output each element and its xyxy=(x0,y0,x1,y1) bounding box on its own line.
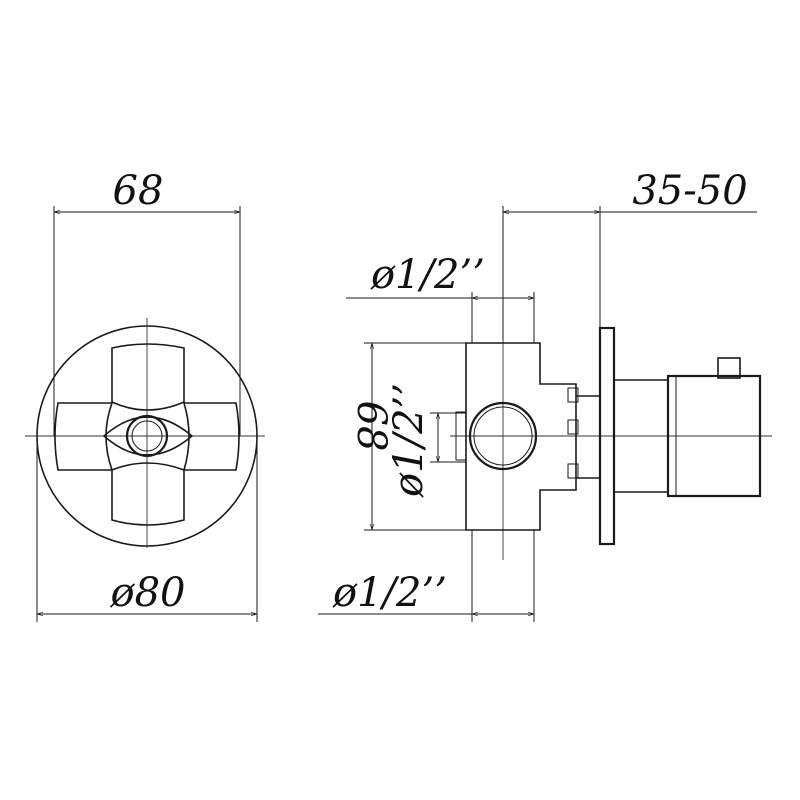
diameter-label: ø80 xyxy=(110,570,186,616)
handle-center-cap-outer xyxy=(125,414,169,458)
depth-label: 35-50 xyxy=(632,168,747,214)
handle-center-cap-inner xyxy=(131,420,163,452)
wall-plate xyxy=(598,326,616,546)
handle-arm-left xyxy=(54,402,114,471)
width-label: 68 xyxy=(113,168,164,214)
valve-body xyxy=(465,342,577,531)
handle-arm-right xyxy=(182,402,240,471)
side-inlet-port-outer xyxy=(468,401,538,471)
cartridge-neck xyxy=(576,395,601,479)
body-clip xyxy=(455,411,466,461)
bottom-outlet-label: ø1/2’’ xyxy=(332,570,447,616)
handle-center-lens xyxy=(102,416,194,456)
side-inlet-label: ø1/2’’ xyxy=(386,383,432,498)
height-label: 68 xyxy=(348,401,394,452)
side-view: 35-50 ø1/2’’ 68 ø1/2’’ ø1/2’’ xyxy=(318,168,772,622)
side-inlet-port-inner xyxy=(473,406,533,466)
front-view: 68 ø80 xyxy=(25,168,265,622)
cross-handle xyxy=(54,343,240,526)
handle-body xyxy=(666,374,762,498)
handle-lever xyxy=(717,357,741,379)
handle-arm-top xyxy=(111,343,185,411)
handle-arm-bottom xyxy=(111,462,185,526)
top-inlet-label: ø1/2’’ xyxy=(370,252,485,298)
